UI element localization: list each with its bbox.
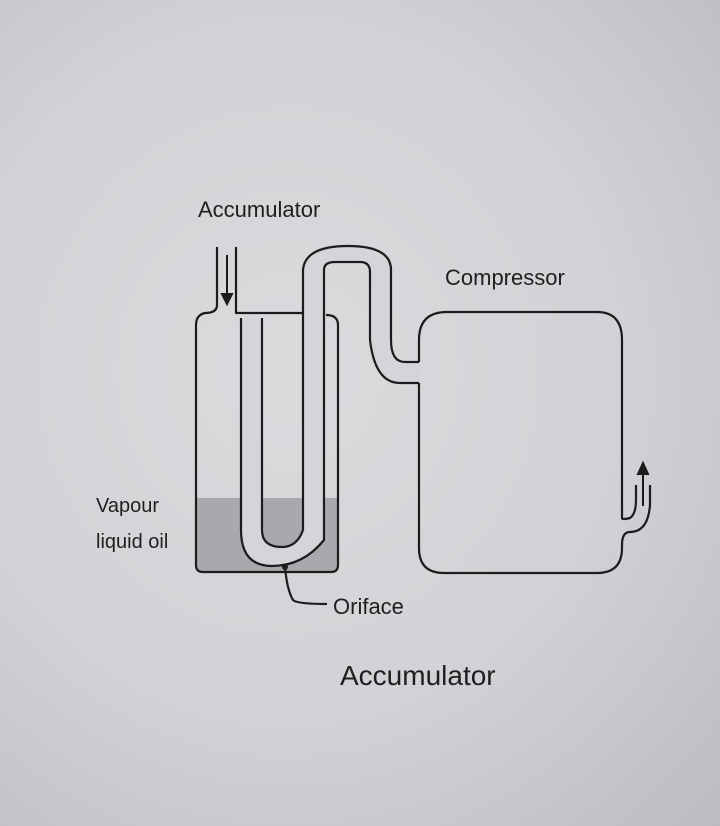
orifice-leader [283, 566, 328, 606]
u-tube-outer [239, 260, 419, 568]
label-liquid-oil: liquid oil [96, 531, 169, 553]
u-tube-inner [260, 244, 419, 549]
label-accumulator-top: Accumulator [198, 197, 321, 222]
label-orifice: Oriface [333, 594, 404, 619]
compressor-body [417, 310, 652, 575]
diagram-caption: Accumulator [340, 660, 496, 691]
inlet-arrow-icon [220, 255, 234, 307]
outlet-arrow-icon [636, 460, 650, 506]
orifice-mark [282, 564, 288, 570]
inlet-pipe-right [234, 247, 304, 315]
u-tube-pipe-fill [241, 246, 419, 566]
label-vapour: Vapour [96, 495, 160, 517]
label-compressor: Compressor [445, 265, 565, 290]
accumulator-tank [194, 247, 340, 574]
